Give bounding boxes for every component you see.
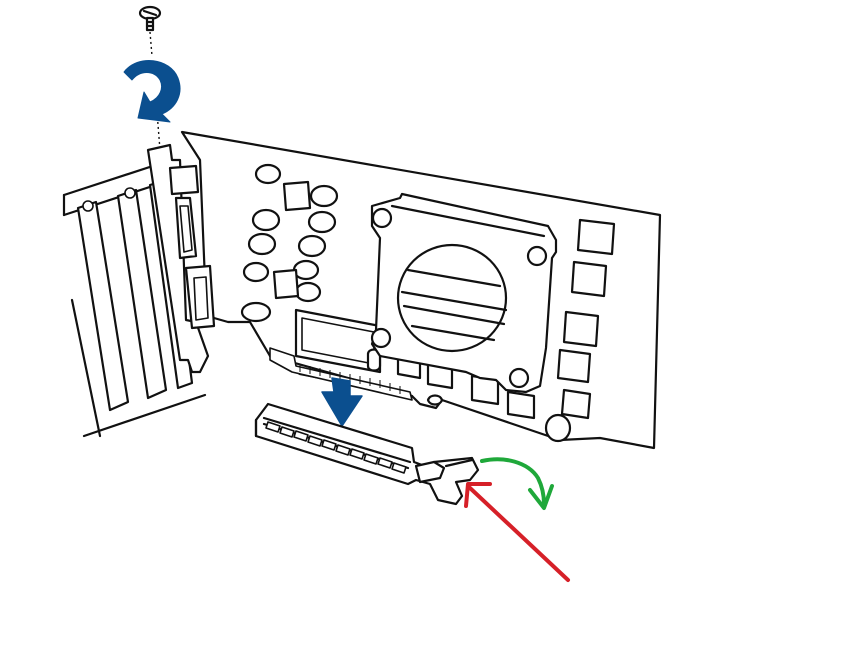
pcie-slot bbox=[254, 402, 480, 506]
memory-chip bbox=[506, 390, 536, 420]
card-edge-connector bbox=[269, 347, 413, 401]
chip bbox=[282, 180, 312, 212]
slot-latch bbox=[414, 460, 446, 484]
pointer-arrow-icon bbox=[464, 482, 570, 582]
card-bracket bbox=[146, 143, 210, 374]
screw-guide-line bbox=[149, 31, 153, 57]
down-arrow-icon bbox=[321, 377, 363, 427]
rotate-arrow-icon bbox=[123, 60, 181, 123]
mounting-hole bbox=[544, 413, 572, 443]
hdmi-port bbox=[168, 164, 200, 196]
capacitors bbox=[240, 163, 339, 323]
chip bbox=[272, 268, 300, 300]
memory-chip bbox=[570, 260, 608, 298]
graphics-card bbox=[146, 130, 662, 450]
screw-icon bbox=[138, 5, 162, 32]
memory-chip bbox=[576, 218, 616, 256]
memory-chip bbox=[556, 348, 592, 384]
latch-arrow-icon bbox=[480, 457, 554, 510]
slot-pins bbox=[265, 421, 407, 474]
cooler-fan bbox=[396, 243, 508, 353]
memory-chip bbox=[562, 310, 600, 348]
memory-chip bbox=[560, 388, 592, 420]
slot-bracket bbox=[76, 200, 130, 412]
